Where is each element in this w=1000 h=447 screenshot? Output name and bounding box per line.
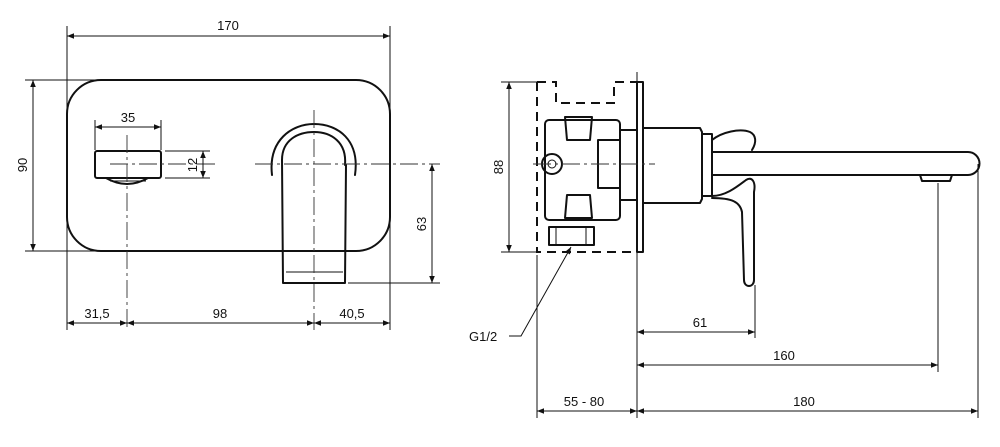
- dim-label-160: 160: [773, 348, 795, 363]
- connection-label: G1/2: [469, 329, 497, 344]
- side-lever: [711, 129, 757, 287]
- mixer-body: [642, 127, 713, 204]
- valve-body: [541, 116, 638, 246]
- dim-label-88: 88: [491, 160, 506, 174]
- dim-label-12: 12: [185, 158, 200, 172]
- front-view: 170 90 35 12 63 31,5 98 40,5: [15, 18, 440, 330]
- dim-label-63: 63: [414, 217, 429, 231]
- dim-label-170: 170: [217, 18, 239, 33]
- dim-label-35: 35: [121, 110, 135, 125]
- side-spout: [711, 151, 981, 182]
- dim-label-31-5: 31,5: [84, 306, 109, 321]
- dim-label-40-5: 40,5: [339, 306, 364, 321]
- side-view: 88 61 160 55 - 80 180 G1/2: [469, 72, 981, 418]
- dim-label-180: 180: [793, 394, 815, 409]
- cover-plate: [66, 79, 391, 252]
- dim-label-90: 90: [15, 158, 30, 172]
- dim-label-98: 98: [213, 306, 227, 321]
- connection-callout: G1/2: [469, 246, 572, 344]
- dim-label-61: 61: [693, 315, 707, 330]
- spout-outlet: [94, 150, 162, 185]
- dim-label-55-80: 55 - 80: [564, 394, 604, 409]
